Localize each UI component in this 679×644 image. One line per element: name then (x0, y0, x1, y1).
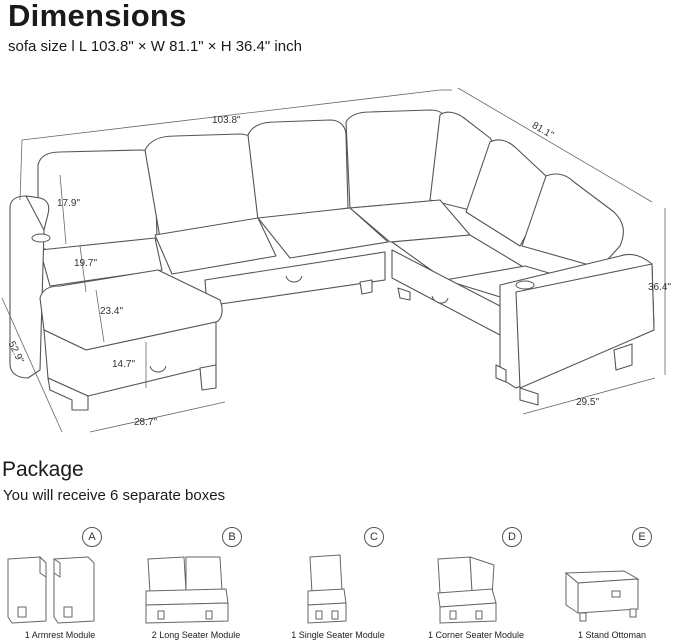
module-letter: A (82, 527, 102, 547)
long-seater-sketch (145, 556, 229, 624)
dim-ottoman-width: 28.7" (134, 417, 157, 428)
dim-chaise-width: 29.5" (576, 397, 599, 408)
dim-height-right: 36.4" (648, 282, 671, 293)
module-stand-ottoman: E 1 Stand Ottoman (552, 527, 672, 642)
dim-ottoman-depth: 23.4" (100, 306, 123, 317)
package-subtitle: You will receive 6 separate boxes (3, 487, 226, 504)
package-title: Package (2, 458, 84, 481)
dim-ottoman-height: 14.7" (112, 359, 135, 370)
module-letter: B (222, 527, 242, 547)
module-label: 1 Single Seater Module (291, 630, 385, 640)
module-single-seater: C 1 Single Seater Module (278, 527, 398, 642)
page-title: Dimensions (8, 0, 187, 33)
module-letter: E (632, 527, 652, 547)
dim-seat-depth: 19.7" (74, 258, 97, 269)
module-label: 1 Stand Ottoman (577, 630, 647, 640)
module-label: 1 Armrest Module (24, 630, 96, 640)
module-long-seater: B 2 Long Seater Module (136, 527, 256, 642)
stand-ottoman-sketch (564, 570, 640, 622)
sofa-size-text: sofa size l L 103.8" × W 81.1" × H 36.4"… (8, 38, 302, 55)
module-letter: D (502, 527, 522, 547)
module-corner-seater: D 1 Corner Seater Module (416, 527, 536, 642)
dim-backrest: 17.9" (57, 198, 80, 209)
single-seater-sketch (307, 554, 347, 624)
module-label: 1 Corner Seater Module (427, 630, 525, 640)
module-armrest: A 1 Armrest Module (0, 527, 120, 642)
module-letter: C (364, 527, 384, 547)
sofa-dimension-diagram: 103.8" 81.1" 36.4" 52.9" 17.9" 19.7" 23.… (1, 87, 671, 433)
module-label: 2 Long Seater Module (151, 630, 241, 640)
armrest-module-sketch (7, 555, 95, 624)
dim-length-top: 103.8" (212, 115, 241, 126)
corner-seater-sketch (437, 556, 497, 624)
